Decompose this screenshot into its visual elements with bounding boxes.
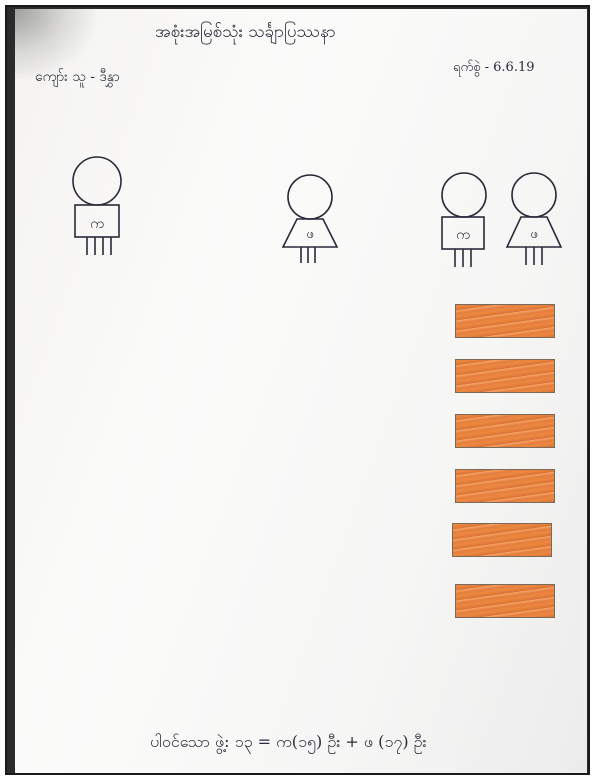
figure-girl-1: ဖ bbox=[283, 175, 337, 263]
photo-frame: အစုံးအမြစ်သုံး သင်္ချာပြဿနာ ကျော်း သူ - … bbox=[5, 5, 590, 775]
figure-letter-2: ဖ bbox=[306, 227, 313, 242]
answer-equation: ပါဝင်သော ဖွဲ့: ၁၃ = က(၁၅) ဦး + ဖ (၁၇) ဦး bbox=[150, 731, 427, 755]
figure-girl-2: ဖ bbox=[507, 173, 561, 265]
orange-card-3 bbox=[455, 414, 555, 448]
figure-boy-2: က bbox=[442, 173, 486, 267]
orange-card-5 bbox=[452, 523, 552, 557]
figure-letter-4: ဖ bbox=[530, 227, 537, 242]
orange-card-2 bbox=[455, 359, 555, 393]
orange-card-4 bbox=[455, 469, 555, 503]
orange-card-1 bbox=[455, 304, 555, 338]
figure-letter-1: က bbox=[90, 216, 104, 232]
figure-letter-3: က bbox=[456, 227, 470, 243]
figure-boy-1: က bbox=[73, 157, 121, 255]
orange-card-6 bbox=[455, 584, 555, 618]
worksheet-paper: အစုံးအမြစ်သုံး သင်္ချာပြဿနာ ကျော်း သူ - … bbox=[15, 9, 587, 773]
